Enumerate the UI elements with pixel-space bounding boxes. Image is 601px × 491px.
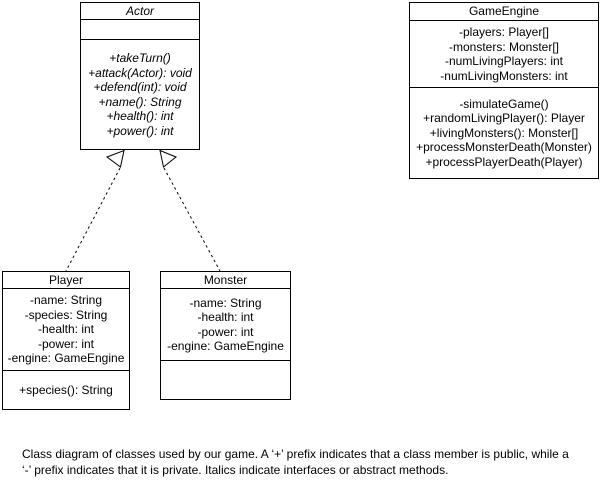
caption-line: ‘-’ prefix indicates that it is private.… <box>22 463 449 477</box>
method-line: +power(): int <box>106 123 174 138</box>
method-line: +randomLivingPlayer(): Player <box>423 111 585 126</box>
method-line: +livingMonsters(): Monster[] <box>429 125 579 140</box>
class-title-actor: Actor <box>81 3 199 20</box>
attribute-line: -species: String <box>24 307 108 322</box>
player-methods-section: +species(): String <box>3 371 129 409</box>
caption-line: Class diagram of classes used by our gam… <box>22 447 569 461</box>
attribute-line: -power: int <box>197 324 254 339</box>
class-title-game-engine: GameEngine <box>410 3 598 21</box>
class-title-monster: Monster <box>161 272 290 289</box>
attribute-line: -engine: GameEngine <box>7 351 125 366</box>
method-line: +name(): String <box>98 94 182 109</box>
attribute-line: -health: int <box>37 322 95 337</box>
attribute-line: -players: Player[] <box>458 25 550 39</box>
method-line: +defend(int): void <box>93 80 187 94</box>
game-engine-attributes-section: -players: Player[] -monsters: Monster[] … <box>410 21 598 88</box>
attribute-line: -power: int <box>37 336 95 351</box>
method-line: +takeTurn() <box>109 51 171 65</box>
player-attributes-section: -name: String -species: String -health: … <box>3 289 129 371</box>
class-box-monster: Monster -name: String -health: int -powe… <box>160 271 291 400</box>
realization-arrowhead-player-actor <box>105 149 125 168</box>
method-line: +species(): String <box>19 382 113 397</box>
attribute-line: -engine: GameEngine <box>167 339 284 353</box>
class-title-player: Player <box>3 272 129 289</box>
realization-arrowhead-monster-actor <box>159 149 177 168</box>
attribute-line: -monsters: Monster[] <box>448 39 560 54</box>
method-line: -simulateGame() <box>459 96 549 111</box>
monster-methods-section <box>161 361 290 399</box>
method-line: +processMonsterDeath(Monster) <box>416 140 592 155</box>
attribute-line: -name: String <box>189 295 262 310</box>
monster-attributes-section: -name: String -health: int -power: int -… <box>161 289 290 361</box>
diagram-caption: Class diagram of classes used by our gam… <box>22 446 592 478</box>
attribute-line: -numLivingPlayers: int <box>444 54 564 68</box>
method-line: +health(): int <box>106 109 174 123</box>
actor-methods-section: +takeTurn() +attack(Actor): void +defend… <box>81 40 199 149</box>
attribute-line: -health: int <box>197 310 254 324</box>
attribute-line: -name: String <box>29 293 103 308</box>
class-box-actor: Actor +takeTurn() +attack(Actor): void +… <box>80 2 200 150</box>
realization-edge-player-actor <box>65 167 121 272</box>
class-box-player: Player -name: String -species: String -h… <box>2 271 130 410</box>
class-box-game-engine: GameEngine -players: Player[] -monsters:… <box>409 2 599 179</box>
attribute-line: -numLivingMonsters: int <box>440 68 568 83</box>
actor-attributes-section <box>81 20 199 40</box>
method-line: +attack(Actor): void <box>88 65 192 80</box>
game-engine-methods-section: -simulateGame() +randomLivingPlayer(): P… <box>410 88 598 178</box>
realization-edge-monster-actor <box>163 167 221 272</box>
method-line: +processPlayerDeath(Player) <box>425 154 583 169</box>
